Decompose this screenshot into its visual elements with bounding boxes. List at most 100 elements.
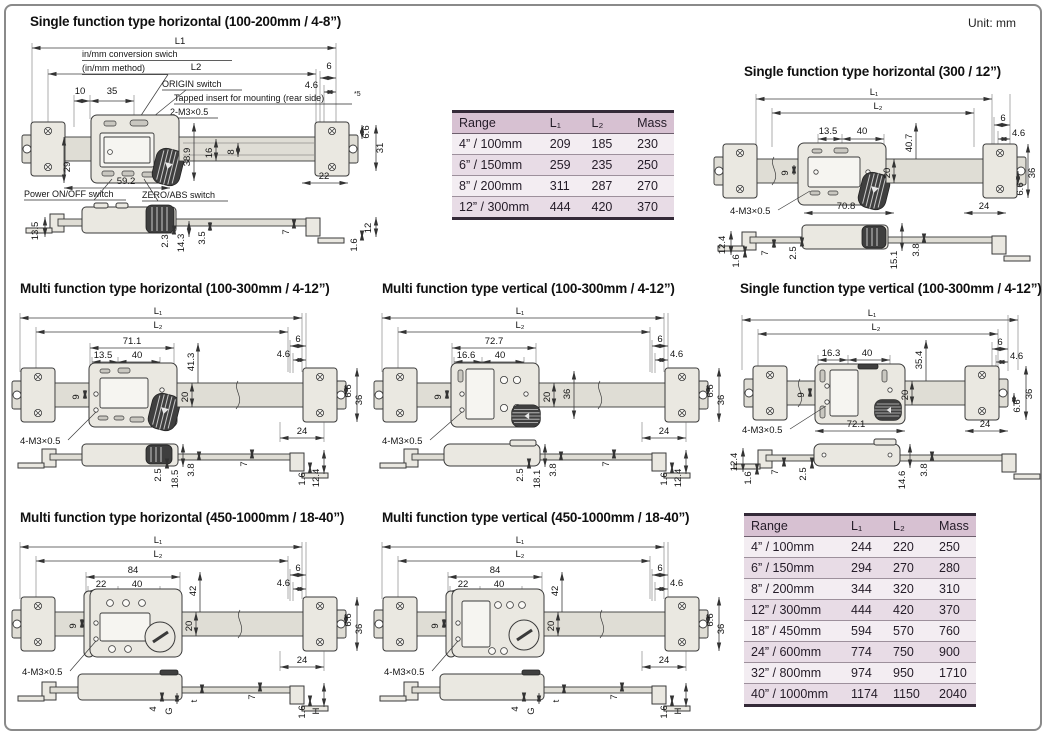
lcd-display [461, 600, 491, 648]
side-body [813, 443, 901, 467]
dim-35.4: 35.4 [914, 351, 925, 370]
sdim-7: 7 [247, 694, 258, 699]
vertical-dimensions: 29 38.9 16 8 6.6 31 59.2 22 [61, 123, 386, 191]
section-single-horizontal-300: Single function type horizontal (300 / 1… [716, 64, 1046, 281]
dim-6: 6 [657, 334, 662, 345]
left-rail [416, 382, 452, 408]
section-multi-vertical-100-300: Multi function type vertical (100-300mm … [374, 281, 727, 503]
dim-24: 24 [297, 655, 308, 666]
dim-6: 6 [326, 61, 331, 72]
dim-l1: L₁ [870, 87, 879, 98]
front-view: 9 20 36 6.6 36 24 4-M3×0.5 [374, 362, 727, 447]
sdim-1.6: 1.6 [731, 254, 742, 267]
dim-l1: L₁ [516, 535, 525, 546]
dim-4.6: 4.6 [1010, 351, 1023, 362]
left-end-bracket [12, 597, 55, 651]
sdim-12.4: 12.4 [717, 236, 728, 255]
right-side-bracket [305, 217, 345, 244]
dim-72.1: 72.1 [847, 419, 866, 430]
right-side-bracket [991, 235, 1031, 262]
unit-label: Unit: mm [968, 16, 1016, 30]
dim-59.2: 59.2 [117, 176, 136, 187]
dim-l2: L₂ [154, 320, 163, 331]
dim-36-right: 36 [716, 395, 727, 406]
dim-l2: L₂ [154, 549, 163, 560]
sdim-H: H [673, 707, 684, 714]
fine-feed-dial [144, 621, 176, 653]
col-l1: L₁ [844, 514, 886, 537]
side-view: 2.5 18.1 3.8 7 1.6 12.4 [379, 439, 691, 489]
dim-38.9: 38.9 [182, 148, 193, 167]
sdim-12.4: 12.4 [311, 469, 322, 488]
section-single-horizontal-100-200: Single function type horizontal (100-200… [18, 14, 454, 269]
lcd-display [829, 369, 859, 417]
front-view: 9 20 6.6 36 24 4-M3×0.5 [12, 588, 365, 678]
drawing-multi-vertical-100-300: L₁ L₂ 72.7 16.6 40 6 4.6 [374, 306, 727, 489]
dim-20: 20 [882, 168, 893, 179]
callout-power-switch: Power ON/OFF switch [24, 189, 114, 199]
dim-24: 24 [659, 655, 670, 666]
fine-feed-dial [508, 619, 540, 651]
section-single-vertical-100-300: Single function type vertical (100-300mm… [729, 281, 1046, 503]
dim-20: 20 [900, 390, 911, 401]
callout-inmm-1: in/mm conversion swich [82, 49, 178, 59]
dim-24: 24 [659, 426, 670, 437]
side-roller [145, 444, 173, 465]
drawing-single-horizontal-100-200: L1 L2 6 4.6 10 35 in/mm conversion swich… [18, 36, 386, 253]
left-rail [64, 136, 92, 162]
section-title: Single function type horizontal (100-200… [30, 14, 342, 29]
mounting-hole [824, 383, 830, 389]
dim-9: 9 [433, 394, 444, 399]
dim-40: 40 [495, 350, 506, 361]
dim-8: 8 [226, 149, 237, 154]
dim-20: 20 [546, 621, 557, 632]
sdim-2.5: 2.5 [515, 468, 526, 481]
section-title: Multi function type vertical (450-1000mm… [382, 510, 690, 525]
dim-l1: L₁ [868, 308, 877, 319]
mounting-hole [813, 169, 819, 175]
front-view: 9 20 6.6 36 72.1 24 4-M3×0.5 [742, 363, 1035, 436]
dim-24: 24 [979, 201, 990, 212]
dim-40: 40 [862, 348, 873, 359]
section-multi-vertical-450-1000: Multi function type vertical (450-1000mm… [374, 510, 727, 737]
side-body [443, 443, 541, 467]
side-view: 13.5 2.3 14.3 3.5 7 12 1.6 [25, 202, 379, 253]
mounting-hole [107, 149, 113, 155]
sdim-7: 7 [239, 461, 250, 466]
col-mass: Mass [932, 514, 976, 537]
sdim-1.6: 1.6 [743, 471, 754, 484]
mounting-hole [824, 399, 830, 405]
callout-zeroabs-switch: ZERO/ABS switch [142, 190, 215, 200]
drawing-multi-vertical-450-1000: L₁ L₂ 84 22 40 42 6 4.6 [374, 535, 727, 719]
mounting-hole [459, 391, 465, 397]
sdim-12.4: 12.4 [729, 453, 740, 472]
callout-inmm-2: (in/mm method) [82, 63, 145, 73]
thumb-roller [511, 404, 541, 428]
dim-9: 9 [430, 623, 441, 628]
right-rail [904, 380, 966, 406]
dim-41.3: 41.3 [186, 353, 197, 372]
dim-20: 20 [180, 392, 191, 403]
sdim-15.1: 15.1 [889, 251, 900, 270]
side-roller [145, 204, 175, 234]
right-end-bracket [665, 597, 708, 651]
side-view: 12.4 1.6 7 2.5 15.1 3.8 [717, 223, 1031, 270]
left-end-bracket [374, 597, 417, 651]
sdim-t: t [551, 699, 562, 702]
left-end-bracket [12, 368, 55, 422]
dim-36: 36 [1024, 389, 1035, 400]
sdim-7: 7 [601, 461, 612, 466]
sdim-18.1: 18.1 [532, 470, 543, 489]
dim-l1: L₁ [516, 306, 525, 317]
dim-6.6: 6.6 [1015, 182, 1026, 195]
sdim-12.4: 12.4 [673, 469, 684, 488]
sdim-14.3: 14.3 [176, 234, 187, 253]
sdim-7: 7 [281, 229, 292, 234]
